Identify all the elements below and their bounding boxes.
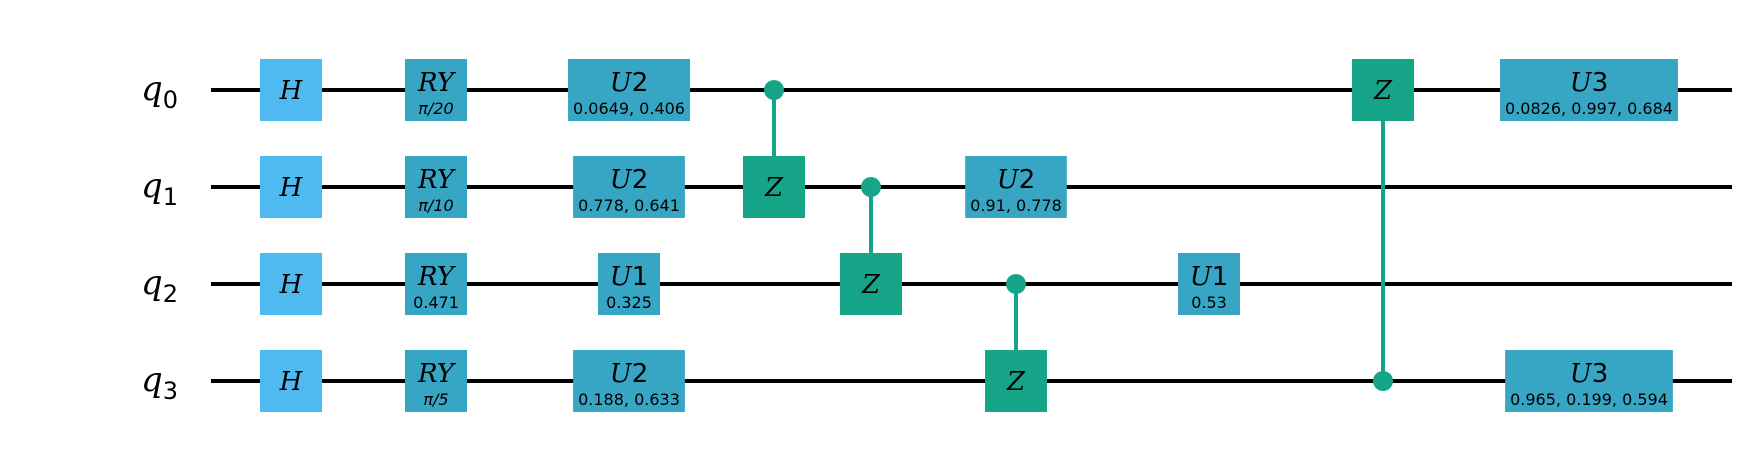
gate-box [405, 59, 467, 121]
gate-name: U2 [610, 359, 648, 389]
cz-target-box [840, 253, 902, 315]
gate-name: U2 [610, 68, 648, 98]
gate-name: RY [417, 165, 457, 195]
gate-name: U3 [1570, 359, 1608, 389]
gate-name: U1 [1190, 262, 1228, 292]
gate-param: 0.0826, 0.997, 0.684 [1505, 99, 1673, 118]
gate-box [573, 156, 685, 218]
cz-target-box [985, 350, 1047, 412]
gate-name: RY [417, 262, 457, 292]
cz-target-box [1352, 59, 1414, 121]
qubit-symbol: q [141, 360, 163, 400]
cz-gate: Z [985, 274, 1047, 412]
cz-gate: Z [840, 177, 902, 315]
gate-name: RY [417, 359, 457, 389]
control-dot [861, 177, 881, 197]
h-gate: H [260, 59, 322, 121]
control-dot [1373, 371, 1393, 391]
gate-box [573, 350, 685, 412]
u1-gate: U10.325 [598, 253, 660, 315]
gate-box [405, 156, 467, 218]
h-gate-box [260, 253, 322, 315]
u2-gate: U20.0649, 0.406 [568, 59, 690, 121]
gate-name: H [279, 270, 304, 300]
gate-param: π/10 [418, 196, 453, 215]
qubit-index: 0 [163, 86, 178, 114]
u2-gate: U20.778, 0.641 [573, 156, 685, 218]
h-gate: H [260, 350, 322, 412]
cz-gate: Z [1352, 59, 1414, 391]
qubit-symbol: q [141, 69, 163, 109]
gate-name: Z [1373, 76, 1393, 106]
h-gate: H [260, 156, 322, 218]
gate-name: U1 [610, 262, 648, 292]
gate-name: H [279, 76, 304, 106]
u2-gate: U20.188, 0.633 [573, 350, 685, 412]
h-gate: H [260, 253, 322, 315]
gate-box [405, 253, 467, 315]
gate-box [405, 350, 467, 412]
u1-gate: U10.53 [1178, 253, 1240, 315]
qubit-label-0: q0 [141, 69, 178, 114]
gate-name: H [279, 367, 304, 397]
gate-param: 0.965, 0.199, 0.594 [1510, 390, 1668, 409]
gate-name: H [279, 173, 304, 203]
gate-param: 0.471 [413, 293, 459, 312]
gate-name: U2 [610, 165, 648, 195]
qubit-label-3: q3 [141, 360, 178, 405]
control-dot [1006, 274, 1026, 294]
qubit-symbol: q [141, 263, 163, 303]
u2-gate: U20.91, 0.778 [965, 156, 1067, 218]
qubit-label-2: q2 [141, 263, 178, 308]
gate-name: U3 [1570, 68, 1608, 98]
gate-param: 0.188, 0.633 [578, 390, 680, 409]
qubit-index: 3 [163, 377, 178, 405]
gate-box [1505, 350, 1673, 412]
cz-target-box [743, 156, 805, 218]
cz-gate: Z [743, 80, 805, 218]
h-gate-box [260, 350, 322, 412]
gate-name: Z [764, 173, 784, 203]
qubit-label-1: q1 [141, 166, 178, 211]
qubit-wires [211, 88, 1732, 383]
h-gate-box [260, 156, 322, 218]
gate-box [965, 156, 1067, 218]
gate-box [568, 59, 690, 121]
qubit-index: 1 [163, 183, 178, 211]
ry-gate: RYπ/10 [405, 156, 467, 218]
gate-box [1500, 59, 1678, 121]
ry-gate: RYπ/5 [405, 350, 467, 412]
ry-gate: RY0.471 [405, 253, 467, 315]
gate-name: RY [417, 68, 457, 98]
gate-box [598, 253, 660, 315]
gate-param: π/20 [418, 99, 453, 118]
gate-param: π/5 [423, 390, 448, 409]
gate-name: Z [861, 270, 881, 300]
qubit-symbol: q [141, 166, 163, 206]
gate-param: 0.0649, 0.406 [573, 99, 685, 118]
h-gate-box [260, 59, 322, 121]
control-dot [764, 80, 784, 100]
gate-name: Z [1006, 367, 1026, 397]
gate-param: 0.53 [1191, 293, 1227, 312]
u3-gate: U30.965, 0.199, 0.594 [1505, 350, 1673, 412]
gate-param: 0.778, 0.641 [578, 196, 680, 215]
gate-name: U2 [997, 165, 1035, 195]
qubit-index: 2 [163, 280, 178, 308]
gate-param: 0.91, 0.778 [970, 196, 1062, 215]
u3-gate: U30.0826, 0.997, 0.684 [1500, 59, 1678, 121]
ry-gate: RYπ/20 [405, 59, 467, 121]
gate-box [1178, 253, 1240, 315]
gate-param: 0.325 [606, 293, 652, 312]
